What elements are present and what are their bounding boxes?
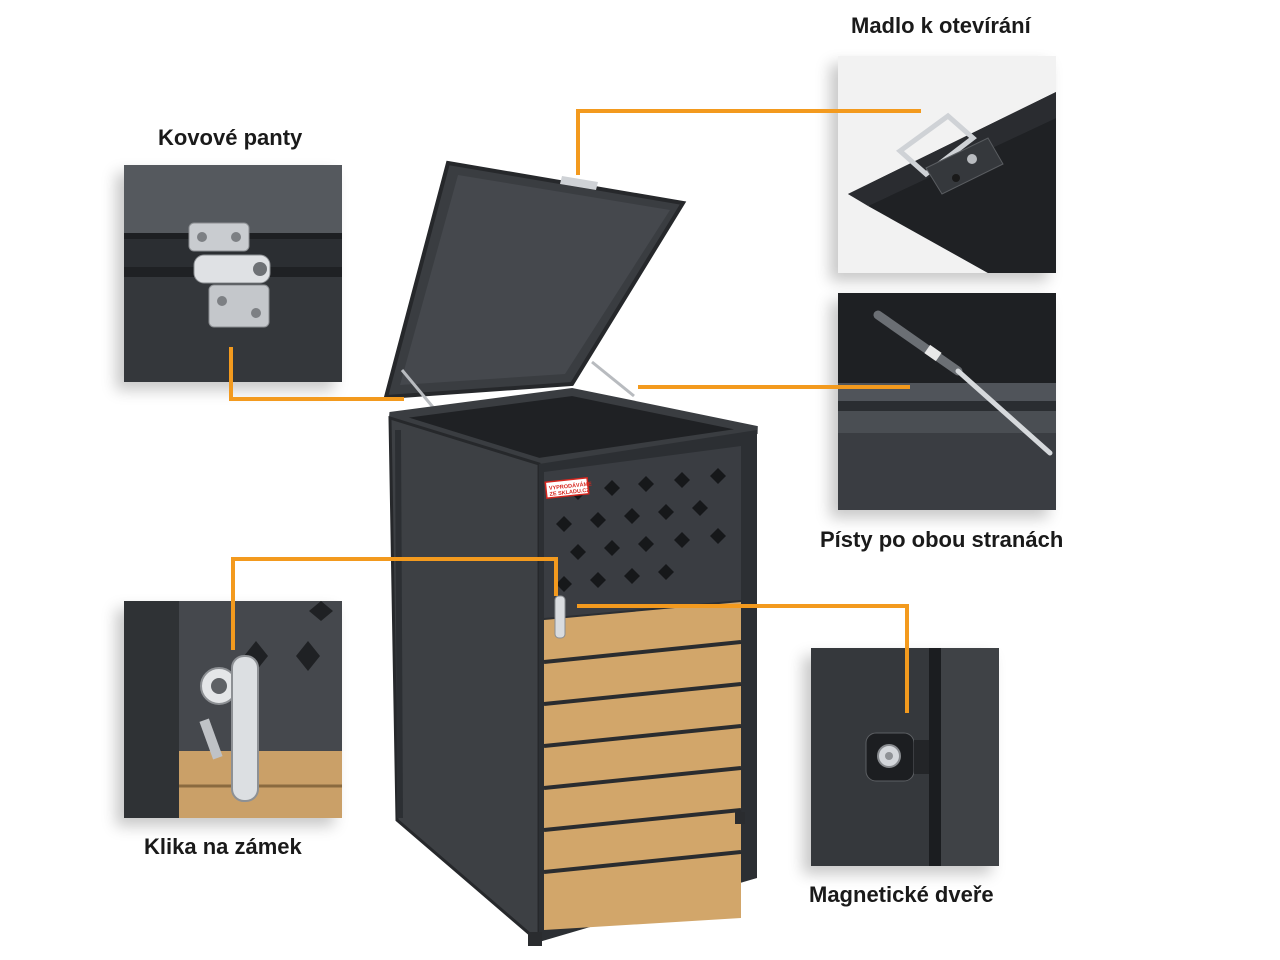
lid-handle-icon xyxy=(560,176,598,190)
photo-handle xyxy=(838,56,1056,273)
photo-lock xyxy=(124,601,342,818)
label-magnet: Magnetické dveře xyxy=(809,882,994,907)
magnet-latch-icon xyxy=(865,732,929,782)
callout-magnet xyxy=(577,604,909,713)
perforation-pattern xyxy=(556,468,726,592)
bin-door-perforated xyxy=(544,446,741,618)
callout-hinges xyxy=(229,347,404,401)
label-handle: Madlo k otevírání xyxy=(851,13,1031,38)
hinge-icon xyxy=(188,222,271,328)
photo-pistons xyxy=(838,293,1056,510)
svg-text:ZE SKLADU.CZ: ZE SKLADU.CZ xyxy=(549,488,590,498)
callout-lock xyxy=(231,557,558,650)
bin-opening xyxy=(390,392,757,462)
label-hinges: Kovové panty xyxy=(158,125,303,150)
label-pistons: Písty po obou stranách xyxy=(820,527,1064,552)
callout-lines xyxy=(229,109,921,713)
brand-sticker: VYPRODÁVÁME ZE SKLADU.CZ xyxy=(544,477,593,499)
piston-right xyxy=(591,360,635,398)
bin-lid xyxy=(383,160,687,400)
label-lock: Klika na zámek xyxy=(144,834,302,859)
photo-magnet xyxy=(811,648,999,866)
handle-icon xyxy=(896,112,1004,195)
bin-side-panel xyxy=(388,415,541,946)
bin-lock-icon xyxy=(554,595,566,639)
bin-door-wood xyxy=(543,602,742,930)
lock-handle-icon xyxy=(199,655,259,802)
gas-piston-icon xyxy=(873,310,1053,456)
callout-handle xyxy=(576,109,921,175)
svg-text:VYPRODÁVÁME: VYPRODÁVÁME xyxy=(549,480,593,492)
